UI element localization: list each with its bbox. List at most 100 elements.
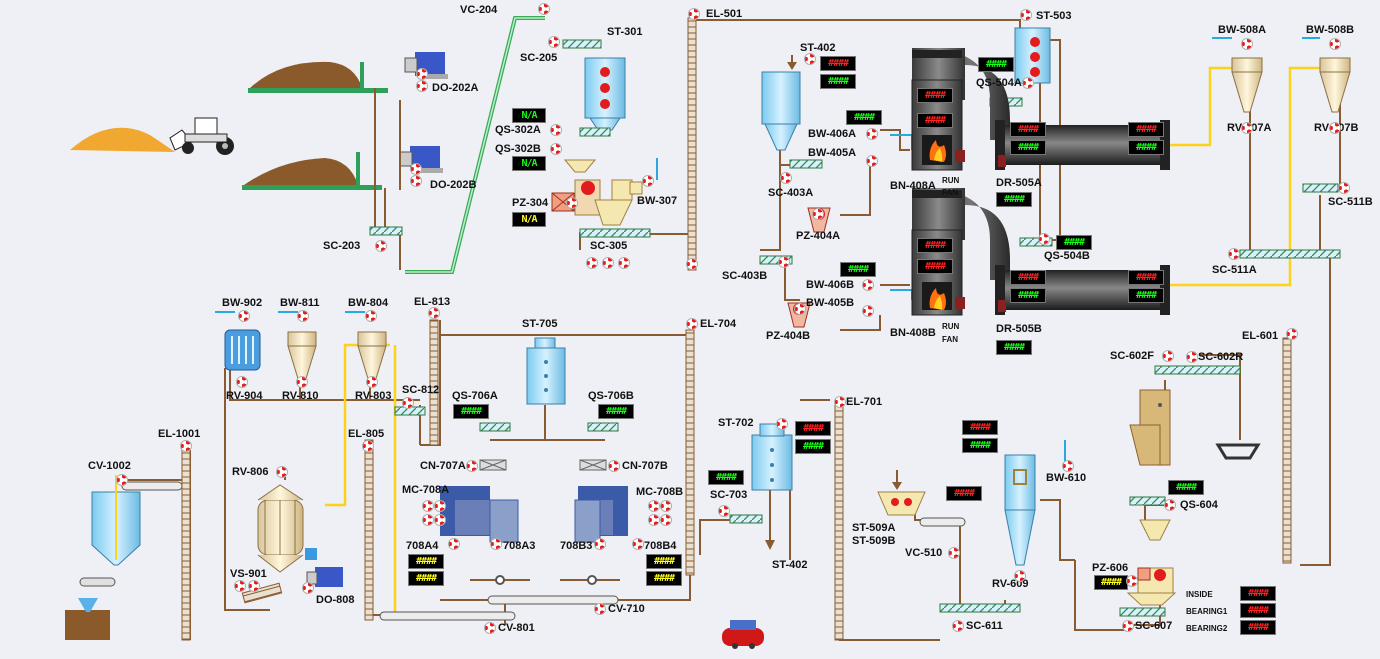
label-qs-706b: QS-706B (588, 390, 634, 402)
valve-mc-708b-1[interactable] (648, 500, 660, 512)
valve-708b3[interactable] (594, 538, 606, 550)
valve-el-601[interactable] (1286, 328, 1298, 340)
valve-do-202a-1[interactable] (416, 68, 428, 80)
label-sc-602r: SC-602R (1198, 351, 1244, 363)
valve-el-501-bottom[interactable] (686, 258, 698, 270)
valve-708a4[interactable] (448, 538, 460, 550)
valve-mc-708b-2[interactable] (648, 514, 660, 526)
valve-sc-403b[interactable] (778, 256, 790, 268)
valve-sc-305-2[interactable] (602, 257, 614, 269)
valve-pz-606[interactable] (1126, 575, 1138, 587)
display-qs-706b: #### (598, 404, 634, 419)
valve-sc-602r[interactable] (1186, 351, 1198, 363)
valve-vc-204[interactable] (538, 3, 550, 15)
valve-qs-302a[interactable] (550, 124, 562, 136)
valve-bw-902[interactable] (238, 310, 250, 322)
valve-cn-707a[interactable] (466, 460, 478, 472)
label-rv-806: RV-806 (232, 466, 269, 478)
valve-bw-508b[interactable] (1329, 38, 1341, 50)
valve-rv-609[interactable] (1014, 570, 1026, 582)
valve-bw-405a[interactable] (866, 155, 878, 167)
valve-pz-304[interactable] (566, 197, 578, 209)
valve-cn-707b[interactable] (608, 460, 620, 472)
label-bw-307: BW-307 (637, 195, 678, 207)
valve-mc-708a-3[interactable] (434, 500, 446, 512)
label-bw-405a: BW-405A (808, 147, 857, 159)
valve-do-808[interactable] (302, 582, 314, 594)
valve-rv-806[interactable] (276, 466, 288, 478)
label-sc-403b: SC-403B (722, 270, 768, 282)
fan-label-a: FAN (942, 188, 958, 197)
valve-el-501[interactable] (688, 8, 700, 20)
valve-mc-708b-3[interactable] (660, 500, 672, 512)
valve-bw-508a[interactable] (1241, 38, 1253, 50)
valve-bw-804[interactable] (365, 310, 377, 322)
valve-el-701[interactable] (834, 396, 846, 408)
valve-do-202a-2[interactable] (416, 80, 428, 92)
label-el-1001: EL-1001 (158, 428, 201, 440)
valve-sc-611[interactable] (952, 620, 964, 632)
valve-sc-511a[interactable] (1228, 248, 1240, 260)
valve-bw-307[interactable] (642, 175, 654, 187)
display-dr-505b-in-1: #### (1010, 270, 1046, 285)
valve-sc-602f[interactable] (1162, 350, 1174, 362)
valve-mc-708a-2[interactable] (422, 514, 434, 526)
valve-sc-703[interactable] (718, 505, 730, 517)
valve-bw-811[interactable] (297, 310, 309, 322)
display-708a4-b: #### (408, 571, 444, 586)
valve-qs-604[interactable] (1164, 499, 1176, 511)
label-st-402-bottom: ST-402 (772, 559, 808, 571)
label-bw-902: BW-902 (222, 297, 263, 309)
display-dr-505b-out-2: #### (1128, 288, 1164, 303)
valve-el-1001[interactable] (180, 440, 192, 452)
valve-el-805[interactable] (362, 440, 374, 452)
valve-pz-404a[interactable] (812, 208, 824, 220)
valve-mc-708a-4[interactable] (434, 514, 446, 526)
valve-vs-901-2[interactable] (248, 580, 260, 592)
valve-cv-710[interactable] (594, 603, 606, 615)
valve-vs-901-1[interactable] (234, 580, 246, 592)
valve-el-704[interactable] (686, 318, 698, 330)
valve-bw-406b[interactable] (862, 279, 874, 291)
valve-rv-803[interactable] (366, 376, 378, 388)
valve-bw-405b[interactable] (862, 305, 874, 317)
valve-708a3[interactable] (490, 538, 502, 550)
valve-cv-1002[interactable] (116, 474, 128, 486)
valve-sc-607[interactable] (1122, 620, 1134, 632)
label-dr-505a: DR-505A (996, 177, 1042, 189)
valve-mc-708b-4[interactable] (660, 514, 672, 526)
label-sc-703: SC-703 (710, 489, 748, 501)
valve-rv-904[interactable] (236, 376, 248, 388)
valve-st-503[interactable] (1020, 9, 1032, 21)
label-vs-901: VS-901 (230, 568, 267, 580)
valve-sc-511b[interactable] (1338, 182, 1350, 194)
valve-sc-203[interactable] (375, 240, 387, 252)
label-bw-406a: BW-406A (808, 128, 857, 140)
label-sc-511a: SC-511A (1212, 264, 1257, 276)
valve-do-202b-1[interactable] (410, 163, 422, 175)
valve-qs-504b[interactable] (1038, 233, 1050, 245)
label-st-503: ST-503 (1036, 10, 1072, 22)
valve-qs-504a[interactable] (1022, 77, 1034, 89)
valve-el-813[interactable] (428, 307, 440, 319)
valve-st-702[interactable] (776, 418, 788, 430)
valve-sc-205[interactable] (548, 36, 560, 48)
valve-rv-507b[interactable] (1329, 122, 1341, 134)
valve-sc-305-3[interactable] (618, 257, 630, 269)
valve-do-202b-2[interactable] (410, 175, 422, 187)
valve-708b4[interactable] (632, 538, 644, 550)
valve-bw-610[interactable] (1062, 460, 1074, 472)
label-sc-305: SC-305 (590, 240, 628, 252)
valve-mc-708a-1[interactable] (422, 500, 434, 512)
valve-bw-406a[interactable] (866, 128, 878, 140)
valve-sc-403a[interactable] (780, 172, 792, 184)
valve-rv-507a[interactable] (1241, 122, 1253, 134)
valve-pz-404b[interactable] (794, 303, 806, 315)
valve-rv-810[interactable] (296, 376, 308, 388)
valve-qs-302b[interactable] (550, 143, 562, 155)
valve-vc-510[interactable] (948, 547, 960, 559)
valve-st-402-top[interactable] (804, 53, 816, 65)
valve-sc-812[interactable] (402, 397, 414, 409)
valve-cv-801[interactable] (484, 622, 496, 634)
valve-sc-305-1[interactable] (586, 257, 598, 269)
